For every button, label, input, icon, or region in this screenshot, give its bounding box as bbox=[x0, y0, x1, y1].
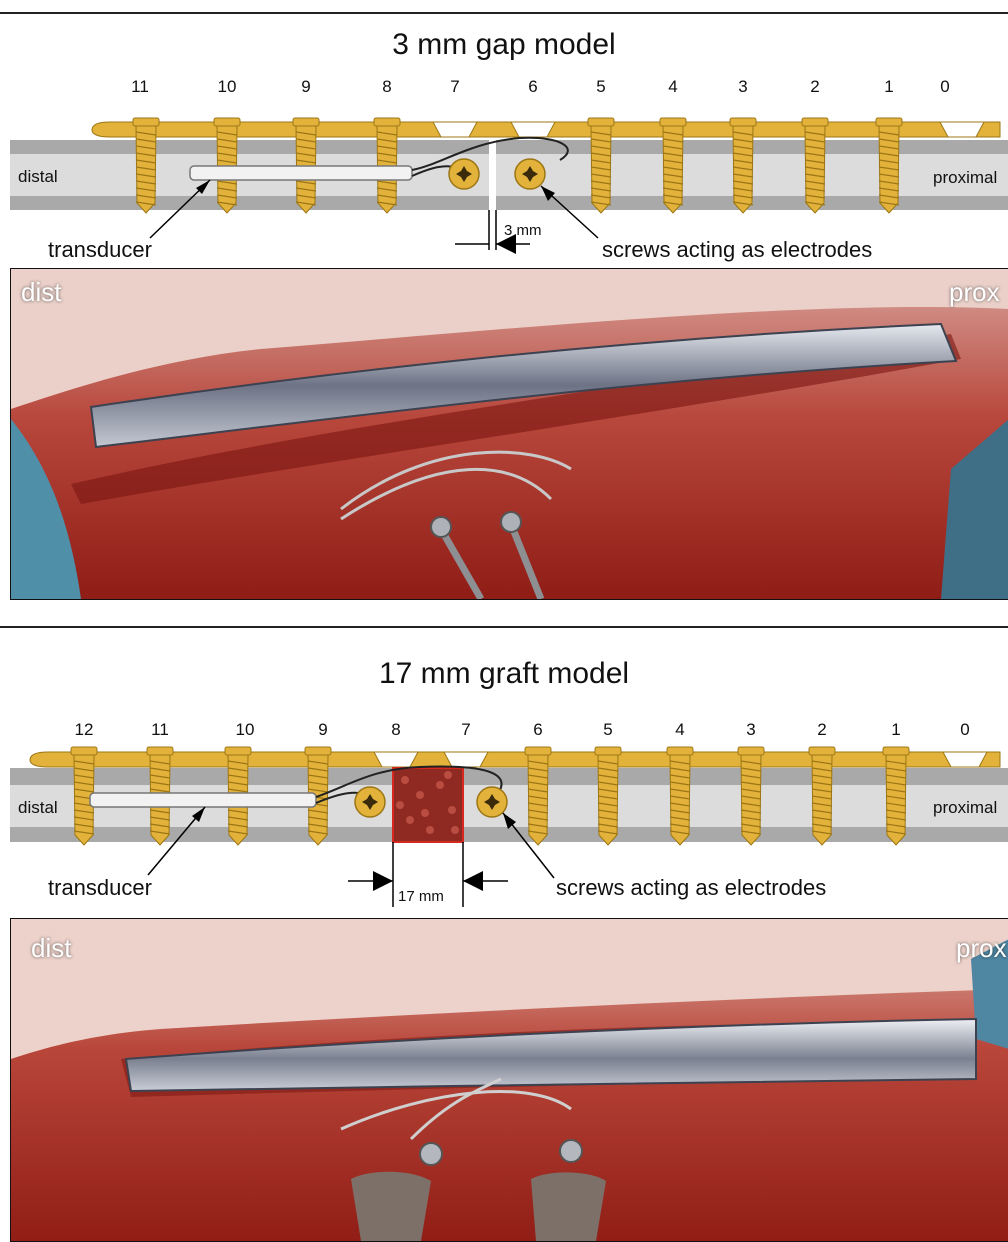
top-photo-dist-label: dist bbox=[21, 277, 61, 308]
bottom-photo-dist-label: dist bbox=[31, 933, 71, 964]
top-distal-label: distal bbox=[18, 167, 58, 187]
bottom-plate-hole bbox=[444, 752, 488, 767]
top-bone-screw bbox=[730, 118, 756, 213]
top-bone-screw bbox=[802, 118, 828, 213]
top-title: 3 mm gap model bbox=[0, 28, 1008, 62]
top-hole-number: 2 bbox=[810, 77, 819, 97]
bottom-bone-graft bbox=[393, 768, 463, 842]
bottom-electrode-screw bbox=[355, 787, 385, 817]
bottom-distal-label: distal bbox=[18, 798, 58, 818]
top-hole-number: 1 bbox=[884, 77, 893, 97]
bottom-divider bbox=[0, 626, 1008, 628]
top-bone-screw bbox=[660, 118, 686, 213]
top-hole-number: 4 bbox=[668, 77, 677, 97]
top-plate-hole bbox=[433, 122, 477, 137]
top-hole-number: 10 bbox=[218, 77, 237, 97]
top-surgical-photo: dist prox bbox=[10, 268, 1008, 600]
bottom-plate bbox=[30, 752, 1000, 767]
top-hole-number: 9 bbox=[301, 77, 310, 97]
top-transducer-label: transducer bbox=[48, 237, 152, 263]
top-plate-hole bbox=[940, 122, 984, 137]
bottom-bone-screw bbox=[809, 747, 835, 845]
top-plate-hole bbox=[511, 122, 555, 137]
top-bone-inner bbox=[10, 154, 1008, 196]
top-divider bbox=[0, 12, 1008, 14]
top-hole-number: 3 bbox=[738, 77, 747, 97]
bottom-electrodes-label: screws acting as electrodes bbox=[556, 875, 826, 901]
bottom-proximal-label: proximal bbox=[933, 798, 997, 818]
top-bone-screw bbox=[133, 118, 159, 213]
top-transducer bbox=[190, 166, 412, 180]
top-hole-number: 11 bbox=[131, 77, 149, 97]
top-gap-label: 3 mm bbox=[504, 222, 542, 239]
top-bone-screw bbox=[588, 118, 614, 213]
top-proximal-label: proximal bbox=[933, 168, 997, 188]
bottom-bone-screw bbox=[667, 747, 693, 845]
top-hole-number: 5 bbox=[596, 77, 605, 97]
bottom-photo-illustration bbox=[11, 919, 1008, 1241]
bottom-plate-hole bbox=[374, 752, 418, 767]
top-hole-number: 7 bbox=[450, 77, 459, 97]
top-bone-gap bbox=[489, 140, 496, 210]
bottom-gap-arrow bbox=[463, 871, 483, 891]
bottom-photo-prox-label: prox bbox=[956, 933, 1007, 964]
bottom-electrode-screw bbox=[477, 787, 507, 817]
top-photo-illustration bbox=[11, 269, 1008, 599]
bottom-transducer bbox=[90, 793, 316, 807]
bottom-surgical-photo: dist prox bbox=[10, 918, 1008, 1242]
top-electrodes-label: screws acting as electrodes bbox=[602, 237, 872, 263]
top-electrode-screw bbox=[515, 159, 545, 189]
bottom-bone-screw bbox=[883, 747, 909, 845]
bottom-gap-label: 17 mm bbox=[398, 888, 444, 905]
bottom-gap-arrow bbox=[373, 871, 393, 891]
bottom-title: 17 mm graft model bbox=[0, 657, 1008, 691]
bottom-transducer-label: transducer bbox=[48, 875, 152, 901]
bottom-bone-screw bbox=[738, 747, 764, 845]
top-bone-screw bbox=[876, 118, 902, 213]
top-hole-number: 0 bbox=[940, 77, 949, 97]
bottom-bone-screw bbox=[525, 747, 551, 845]
top-hole-number: 6 bbox=[528, 77, 537, 97]
bottom-bone-screw bbox=[595, 747, 621, 845]
top-electrode-screw bbox=[449, 159, 479, 189]
bottom-plate-hole bbox=[943, 752, 987, 767]
top-photo-prox-label: prox bbox=[949, 277, 1000, 308]
top-hole-number: 8 bbox=[382, 77, 391, 97]
